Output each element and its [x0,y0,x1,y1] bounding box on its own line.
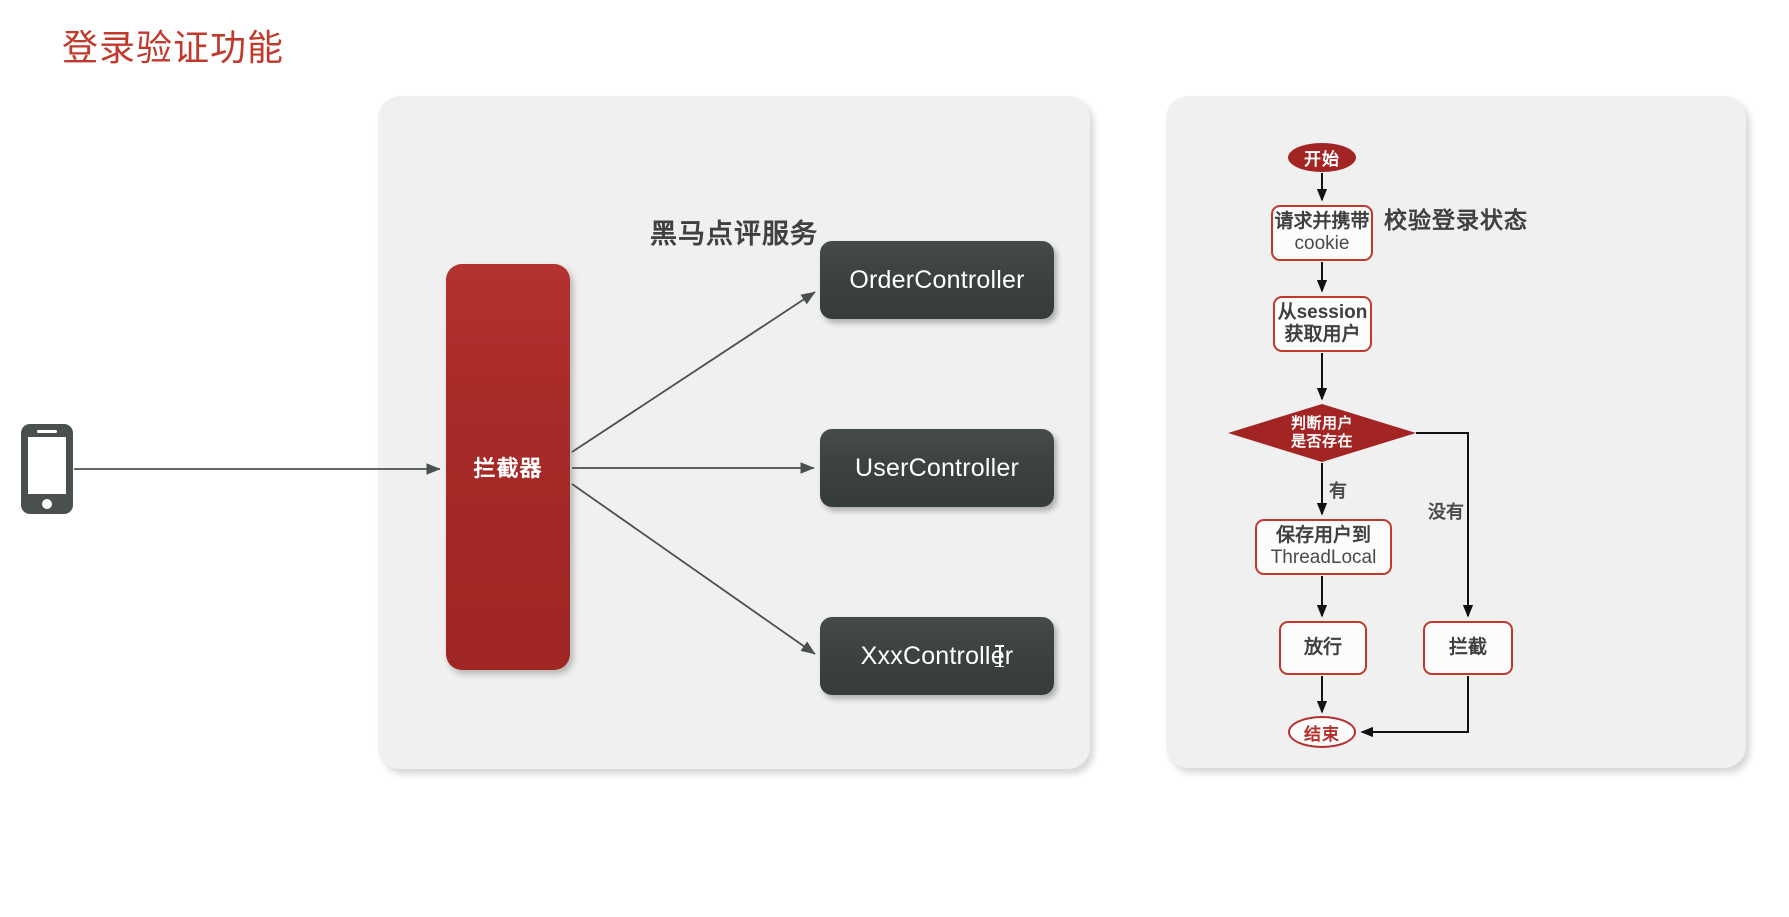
decision-diamond-label: 判断用户 是否存在 [1228,404,1416,462]
flow-node-request-line1: 请求并携带 [1274,210,1370,232]
controller-box-order[interactable]: OrderController [820,241,1054,319]
flow-node-decision-line1: 判断用户 [1290,415,1353,432]
service-panel-title: 黑马点评服务 [650,219,818,249]
flow-node-session-line1: 从session [1277,301,1368,323]
page-title: 登录验证功能 [62,28,285,68]
phone-home-button-icon [42,499,52,509]
flow-panel-title: 校验登录状态 [1384,207,1528,233]
flow-node-decision[interactable]: 判断用户 是否存在 [1228,404,1416,462]
flow-node-request-line2: cookie [1294,233,1350,254]
flow-node-save-line1: 保存用户到 [1275,524,1371,546]
mobile-phone-icon [21,424,73,514]
edge-label-no: 没有 [1428,502,1464,522]
flow-node-session-line2: 获取用户 [1284,324,1361,345]
flow-node-save-threadlocal[interactable]: 保存用户到 ThreadLocal [1255,519,1392,575]
interceptor-box[interactable]: 拦截器 [446,264,570,670]
flow-node-decision-line2: 是否存在 [1290,433,1353,450]
flow-node-request[interactable]: 请求并携带 cookie [1271,205,1373,261]
phone-screen [28,437,66,494]
flow-node-session[interactable]: 从session 获取用户 [1273,296,1372,352]
edge-label-yes: 有 [1329,481,1347,501]
flow-node-save-line2: ThreadLocal [1270,547,1377,568]
flow-node-start[interactable]: 开始 [1288,143,1356,172]
phone-speaker-icon [37,430,57,433]
flow-node-block-label: 拦截 [1448,636,1487,658]
controller-box-user[interactable]: UserController [820,429,1054,507]
flow-node-end[interactable]: 结束 [1288,716,1356,748]
flow-node-pass-label: 放行 [1303,636,1342,658]
flow-node-pass[interactable]: 放行 [1279,621,1367,675]
controller-box-xxx[interactable]: XxxController [820,617,1054,695]
flow-node-block[interactable]: 拦截 [1423,621,1513,675]
